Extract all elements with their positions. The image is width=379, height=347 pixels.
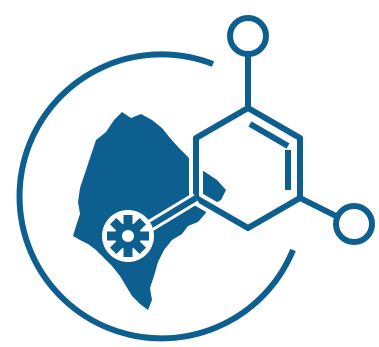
gear-icon	[102, 210, 154, 262]
gear-tooth	[107, 231, 117, 241]
benzene-ring-icon	[193, 105, 303, 231]
country-map-icon	[73, 112, 226, 310]
open-ring-icon	[16, 51, 296, 342]
gear-tooth	[123, 215, 133, 225]
gear-tooth	[139, 231, 149, 241]
atom-node-icon	[227, 15, 269, 57]
gear-tooth	[123, 247, 133, 257]
atom-node-icon	[333, 203, 375, 245]
double-bond-top-icon	[248, 121, 290, 149]
bond-right-icon	[298, 195, 338, 219]
